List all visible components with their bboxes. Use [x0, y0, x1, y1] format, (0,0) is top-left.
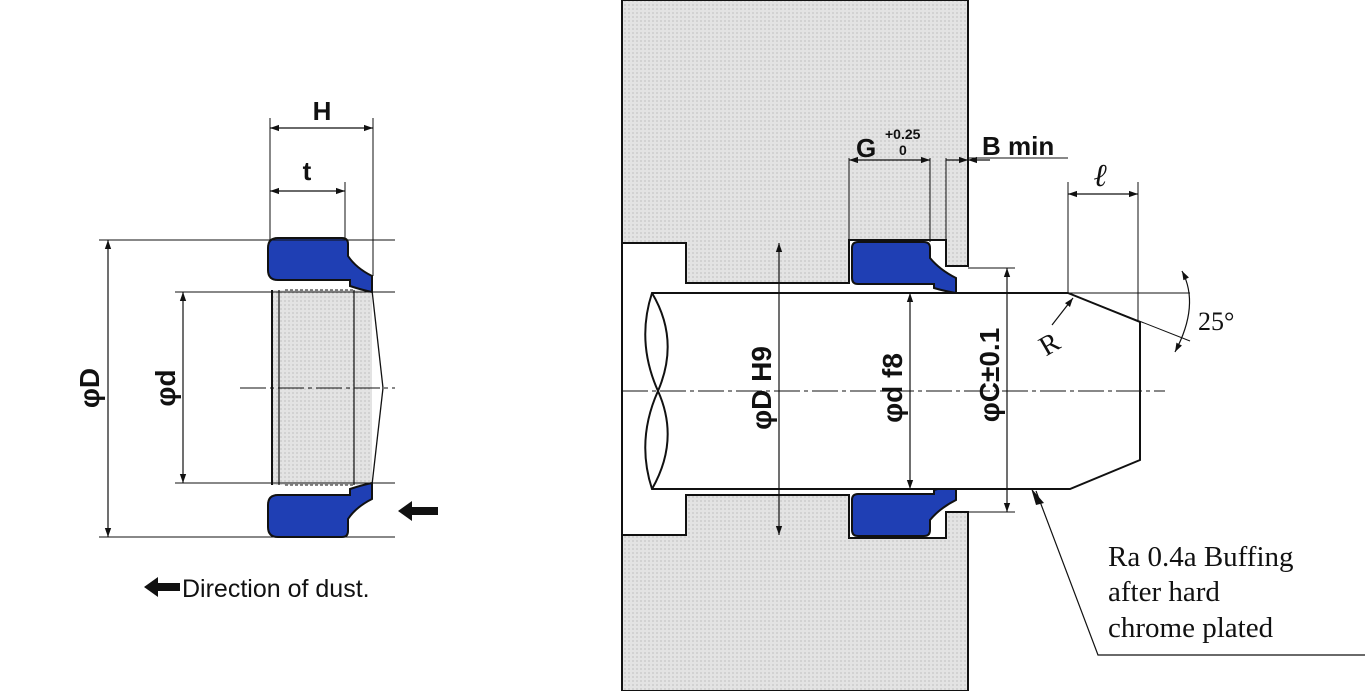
finish-note-line-3: chrome plated	[1108, 612, 1274, 644]
dust-direction-arrow-icon	[398, 501, 438, 521]
label-g-tol-upper: +0.25	[885, 126, 921, 142]
label-t: t	[303, 156, 312, 186]
radius-leader	[1051, 297, 1074, 326]
left-arrow-icon	[144, 577, 180, 597]
dust-direction-legend: Direction of dust.	[182, 575, 370, 603]
groove-seal-bottom	[851, 483, 957, 537]
label-angle: 25°	[1198, 307, 1234, 336]
label-phi-d-inner: φd	[150, 369, 181, 406]
seal-bottom-section	[267, 481, 373, 538]
label-g-tol-lower: 0	[899, 142, 907, 158]
angle-arc	[1174, 270, 1191, 353]
housing-bottom	[621, 494, 969, 691]
finish-note-line-1: Ra 0.4a Buffing	[1108, 541, 1294, 573]
label-g: G	[856, 133, 876, 163]
groove-seal-top	[851, 241, 957, 295]
finish-leader	[1035, 490, 1365, 656]
finish-note-line-2: after hard	[1108, 576, 1220, 608]
label-b-min: B min	[982, 131, 1054, 161]
label-phi-d-f8: φd f8	[877, 353, 908, 423]
label-phi-c: φC±0.1	[974, 328, 1005, 423]
label-phi-d-h9: φD H9	[746, 346, 777, 430]
housing-cross-section: G +0.25 0 B min ℓ φD H9 φd f8 φC±0.1 R 2…	[621, 0, 1365, 691]
label-h: H	[313, 96, 332, 126]
label-l: ℓ	[1094, 157, 1108, 193]
seal-top-section	[267, 237, 373, 294]
label-phi-d-outer: φD	[74, 368, 105, 408]
seal-cross-section: H t φD φd Direction of dust.	[74, 96, 438, 603]
